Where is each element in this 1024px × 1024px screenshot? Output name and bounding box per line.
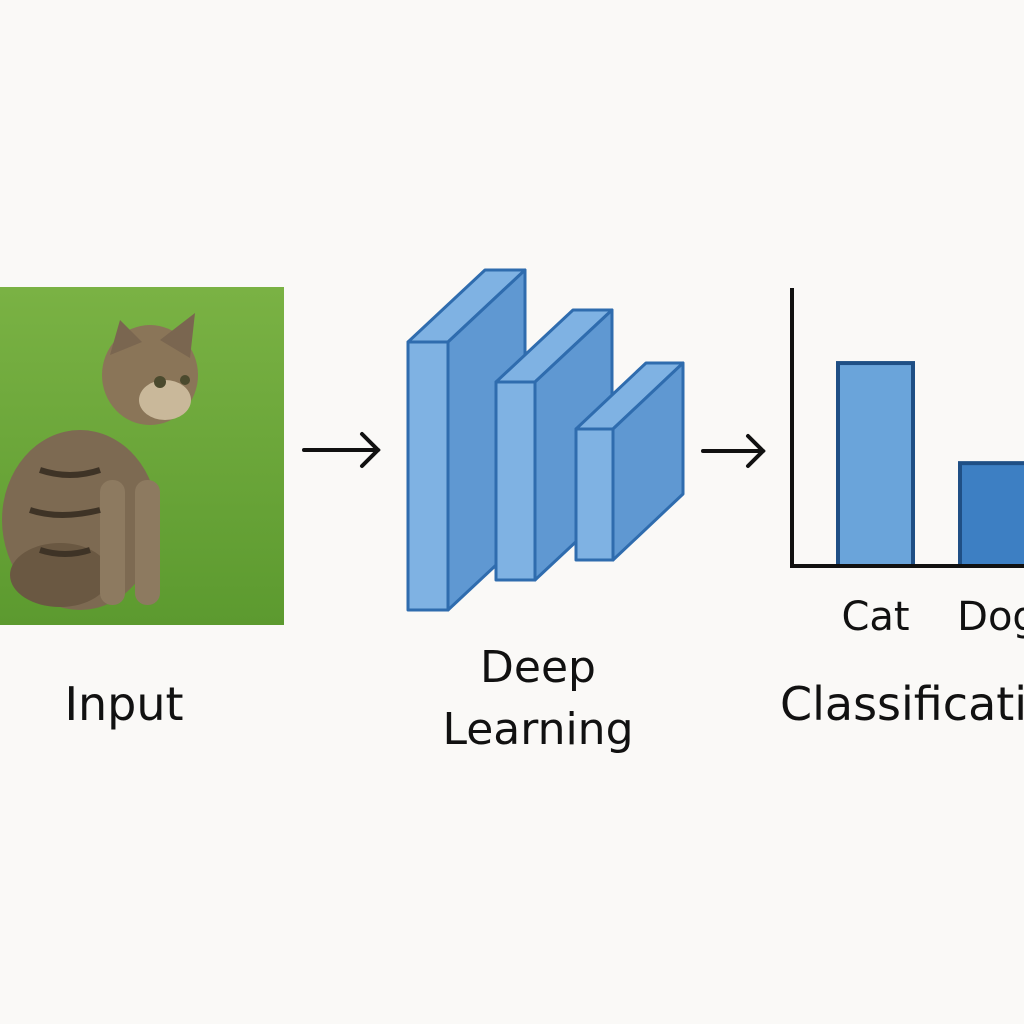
bar-cat xyxy=(836,361,915,568)
layer-block-3 xyxy=(574,361,685,562)
arrow-right-icon xyxy=(701,434,766,468)
layer-block-1 xyxy=(406,268,527,612)
bar-dog xyxy=(958,461,1024,569)
input-cat-image xyxy=(0,287,284,625)
input-label: Input xyxy=(64,677,183,731)
tick-label-dog: Dog xyxy=(957,594,1024,640)
neural-network-layers xyxy=(406,268,685,612)
cat-figure xyxy=(2,313,198,610)
learning-label: Learning xyxy=(442,704,633,755)
classification-label: Classification xyxy=(780,677,1024,731)
tick-label-cat: Cat xyxy=(841,594,909,640)
classification-chart: Cat Dog xyxy=(790,288,1024,640)
deep-label: Deep xyxy=(480,642,596,693)
arrow-right-icon xyxy=(302,432,381,468)
